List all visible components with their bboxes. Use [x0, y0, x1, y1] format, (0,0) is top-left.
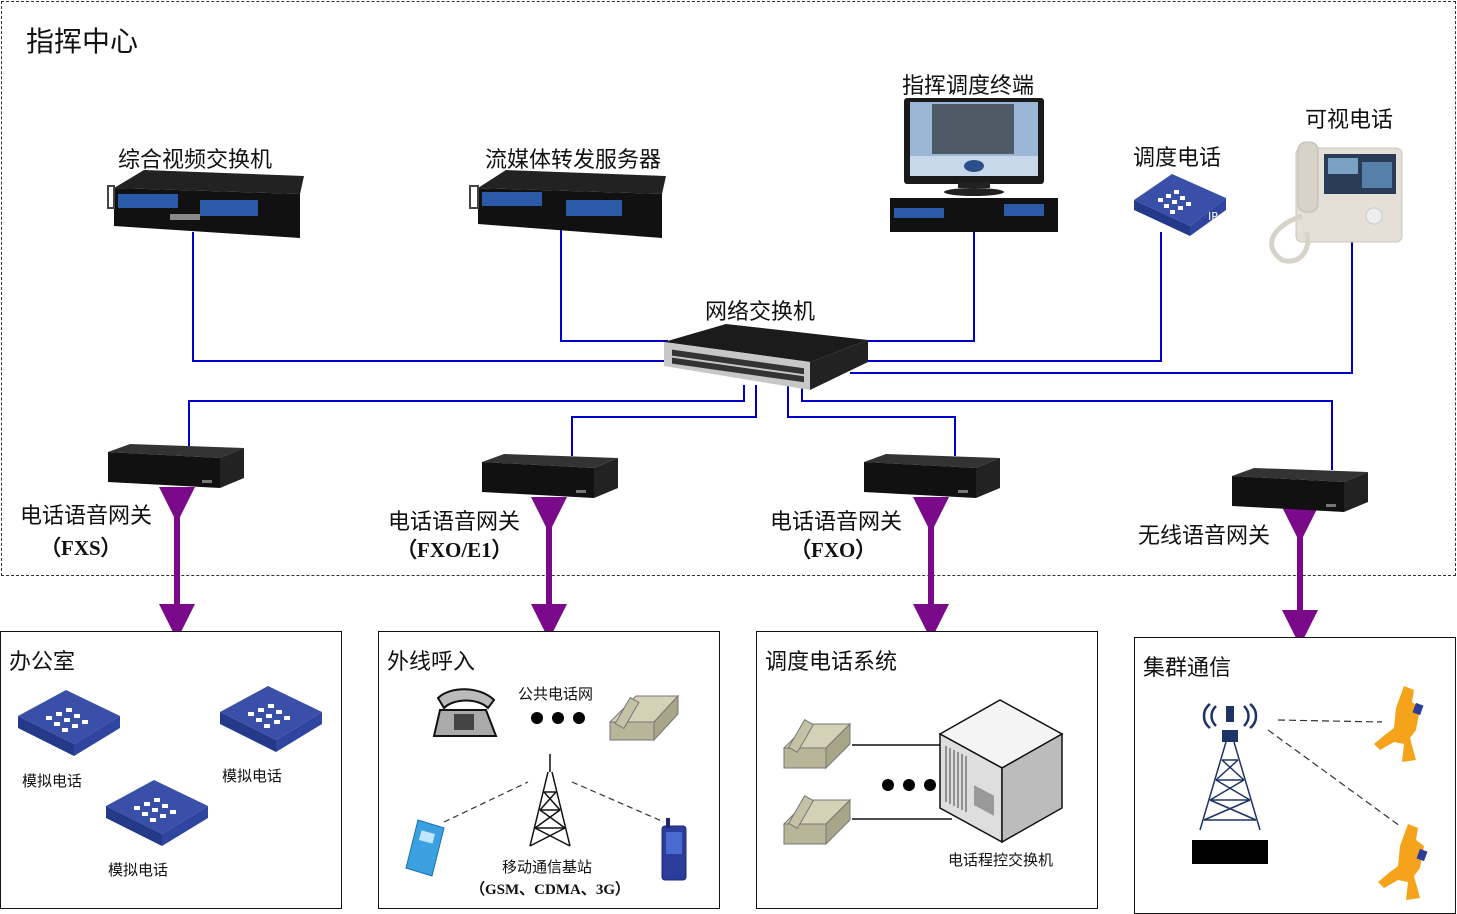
mobile-phone-icon-1 [405, 819, 445, 877]
video-switch-label: 综合视频交换机 [118, 148, 273, 173]
pbx-cabinet-icon [938, 699, 1064, 844]
dispatch-terminal-icon [890, 98, 1058, 232]
ellipsis-dots-1 [531, 712, 585, 724]
gateway-icon-1 [108, 444, 244, 488]
wire-video-phone [850, 236, 1353, 374]
zone-external-title: 外线呼入 [387, 650, 476, 675]
network-switch-icon [664, 324, 868, 390]
video-phone-icon [1269, 141, 1403, 264]
dispatch-system-links [852, 744, 952, 820]
command-center-frame [1, 1, 1456, 576]
wireless-links-external [443, 781, 665, 823]
gateway-icon-2 [482, 454, 618, 498]
dispatch-phone-label: 调度电话 [1133, 146, 1222, 171]
dispatch-desk-phone-icon-1 [782, 718, 852, 770]
command-center-title: 指挥中心 [26, 25, 139, 58]
wire-gateway-1 [188, 385, 745, 446]
gateway-3-name: 电话语音网关 [770, 510, 903, 535]
wire-video-switch [192, 232, 668, 362]
gateway-3-type: （FXO） [790, 538, 877, 562]
cell-tower-icon [529, 754, 571, 847]
dispatch-desk-phone-icon-2 [782, 794, 852, 846]
video-phone-label: 可视电话 [1305, 108, 1394, 133]
analog-phone-icon-2 [220, 686, 322, 752]
dispatch-terminal-label: 指挥调度终端 [902, 74, 1035, 99]
wire-gateway-3 [787, 385, 956, 456]
zone-dispatch-system-title: 调度电话系统 [765, 650, 898, 675]
media-server-icon [469, 170, 666, 238]
wire-dispatch-terminal [866, 232, 975, 342]
base-station-standards: （GSM、CDMA、3G） [470, 882, 630, 898]
wire-gateway-4 [801, 385, 1333, 470]
gateway-1-type: （FXS） [40, 536, 122, 560]
wire-dispatch-phone [850, 232, 1162, 362]
gateway-2-name: 电话语音网关 [388, 510, 521, 535]
beige-phone-icon [608, 694, 680, 742]
media-server-label: 流媒体转发服务器 [485, 148, 662, 173]
base-station-label: 移动通信基站 [502, 858, 593, 876]
analog-phone-label-3: 模拟电话 [108, 861, 169, 879]
zone-office: 办公室 [0, 631, 342, 909]
gateway-4-name: 无线语音网关 [1138, 524, 1271, 549]
wire-media-server [560, 228, 668, 342]
analog-phone-icon-3 [106, 780, 208, 846]
gateway-1-name: 电话语音网关 [20, 504, 153, 529]
runner-with-radio-icon-1 [1374, 686, 1424, 762]
trunking-wireless-links [1267, 719, 1401, 827]
analog-phone-label-2: 模拟电话 [222, 767, 283, 785]
gateway-icon-4 [1232, 468, 1368, 512]
ip-badge: IP [1208, 210, 1218, 223]
video-switch-icon [107, 170, 304, 238]
runner-with-radio-icon-2 [1378, 824, 1428, 900]
network-switch-label: 网络交换机 [705, 300, 816, 325]
mobile-phone-icon-2 [661, 818, 687, 881]
zone-trunking-title: 集群通信 [1143, 656, 1232, 681]
zone-dispatch-system: 调度电话系统 [756, 631, 1098, 909]
gateway-icon-3 [864, 454, 1000, 498]
pbx-label: 电话程控交换机 [948, 851, 1054, 869]
ip-phone-icon: IP [1134, 174, 1226, 236]
gateway-2-type: （FXO/E1） [396, 538, 513, 562]
analog-phone-label-1: 模拟电话 [22, 772, 83, 790]
zone-office-title: 办公室 [9, 650, 76, 675]
analog-phone-icon-1 [18, 690, 120, 756]
pstn-label: 公共电话网 [518, 685, 594, 703]
wire-gateway-2 [571, 385, 757, 456]
trunking-tower-icon [1192, 703, 1268, 864]
desk-phone-icon [432, 688, 498, 737]
